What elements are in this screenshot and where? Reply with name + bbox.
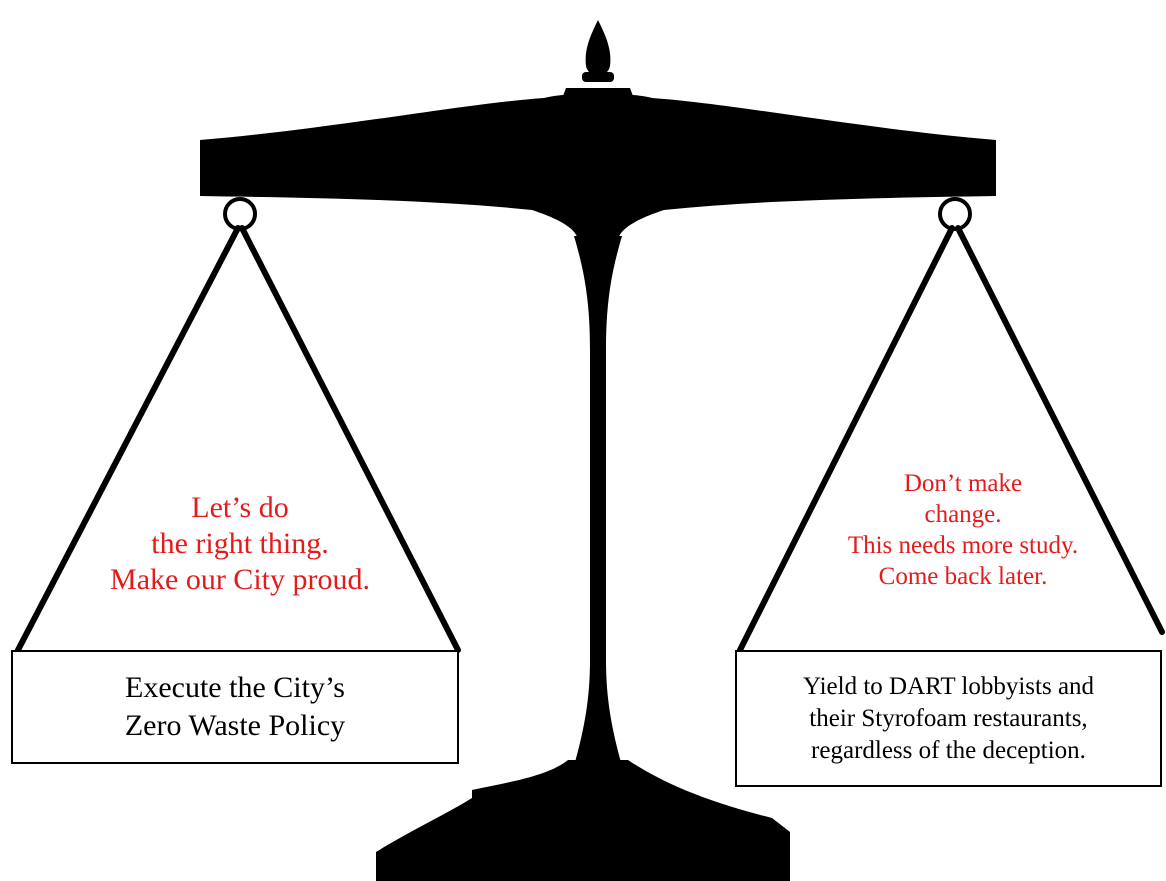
scale-beam [200, 94, 996, 241]
right-pan-label: Yield to DART lobbyists and their Styrof… [803, 671, 1094, 767]
left-pan-ring [225, 199, 255, 229]
left-pan-label: Execute the City’s Zero Waste Policy [125, 669, 345, 745]
scale-base [376, 760, 790, 881]
right-pan-message: Don’t make change. This needs more study… [778, 468, 1148, 592]
scale-finial-collar [582, 72, 614, 82]
right-pan-ring [940, 199, 970, 229]
scale-pillar [574, 236, 622, 766]
left-pan-box: Execute the City’s Zero Waste Policy [11, 650, 459, 764]
left-pan-message: Let’s do the right thing. Make our City … [30, 490, 450, 598]
right-pan-box: Yield to DART lobbyists and their Styrof… [735, 650, 1162, 787]
scale-finial [586, 20, 611, 78]
